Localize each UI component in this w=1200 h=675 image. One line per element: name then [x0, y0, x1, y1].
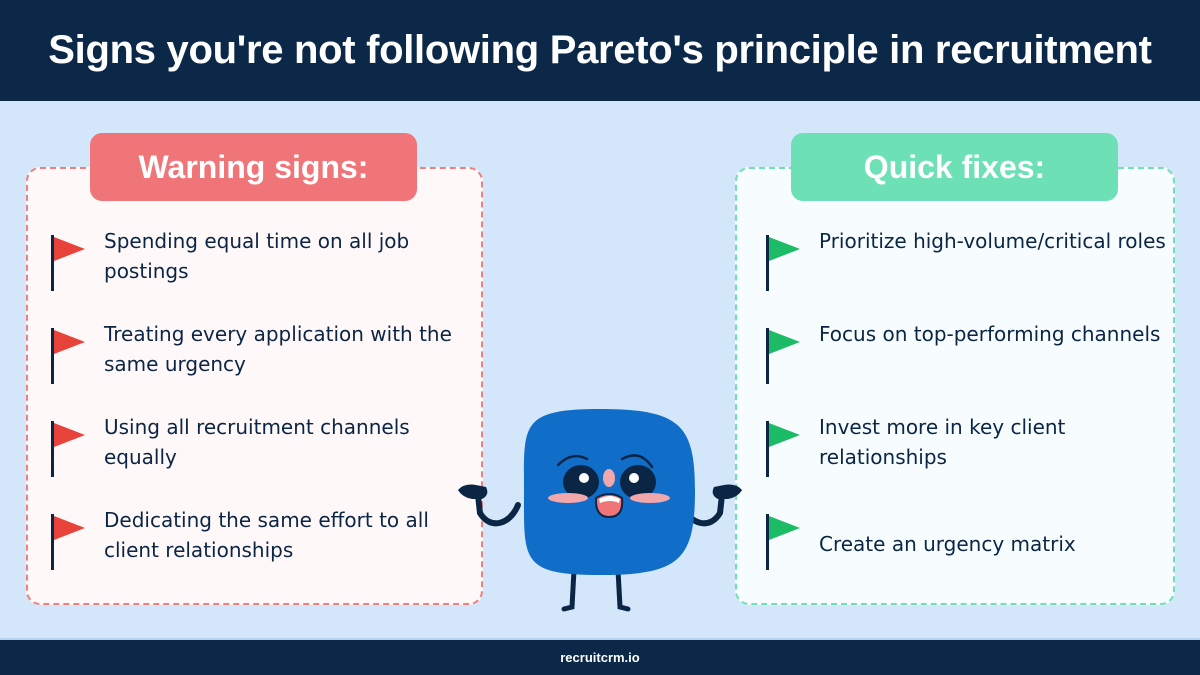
warning-signs-panel — [26, 167, 483, 605]
quick-fixes-heading: Quick fixes: — [791, 133, 1118, 201]
header-banner: Signs you're not following Pareto's prin… — [0, 0, 1200, 101]
warning-item-text: Dedicating the same effort to all client… — [104, 508, 429, 562]
red-flag-icon — [51, 421, 91, 477]
fix-item: Prioritize high-volume/critical roles — [766, 229, 1169, 291]
warning-item-text: Treating every application with the same… — [104, 322, 452, 376]
fix-item: Focus on top-performing channels — [766, 322, 1169, 384]
fix-item-text: Focus on top-performing channels — [819, 322, 1161, 346]
warning-signs-heading: Warning signs: — [90, 133, 417, 201]
mascot-character-icon — [458, 409, 742, 612]
page-title: Signs you're not following Pareto's prin… — [48, 28, 1152, 72]
warning-item-text: Using all recruitment channels equally — [104, 415, 410, 469]
footer-bar: recruitcrm.io — [0, 638, 1200, 675]
red-flag-icon — [51, 235, 91, 291]
warning-item: Spending equal time on all job postings — [51, 229, 454, 291]
red-flag-icon — [51, 514, 91, 570]
warning-item-text: Spending equal time on all job postings — [104, 229, 410, 283]
fix-item-text: Invest more in key client relationships — [819, 415, 1066, 469]
warning-item: Using all recruitment channels equally — [51, 415, 454, 477]
footer-brand: recruitcrm.io — [560, 650, 640, 665]
fix-item-text: Create an urgency matrix — [819, 532, 1076, 556]
green-flag-icon — [766, 421, 806, 477]
green-flag-icon — [766, 514, 806, 570]
warning-item: Dedicating the same effort to all client… — [51, 508, 454, 570]
fix-item: Create an urgency matrix — [766, 514, 1169, 570]
green-flag-icon — [766, 235, 806, 291]
warning-item: Treating every application with the same… — [51, 322, 454, 384]
fix-item-text: Prioritize high-volume/critical roles — [819, 229, 1166, 253]
fix-item: Invest more in key client relationships — [766, 415, 1169, 477]
quick-fixes-panel — [735, 167, 1175, 605]
green-flag-icon — [766, 328, 806, 384]
red-flag-icon — [51, 328, 91, 384]
